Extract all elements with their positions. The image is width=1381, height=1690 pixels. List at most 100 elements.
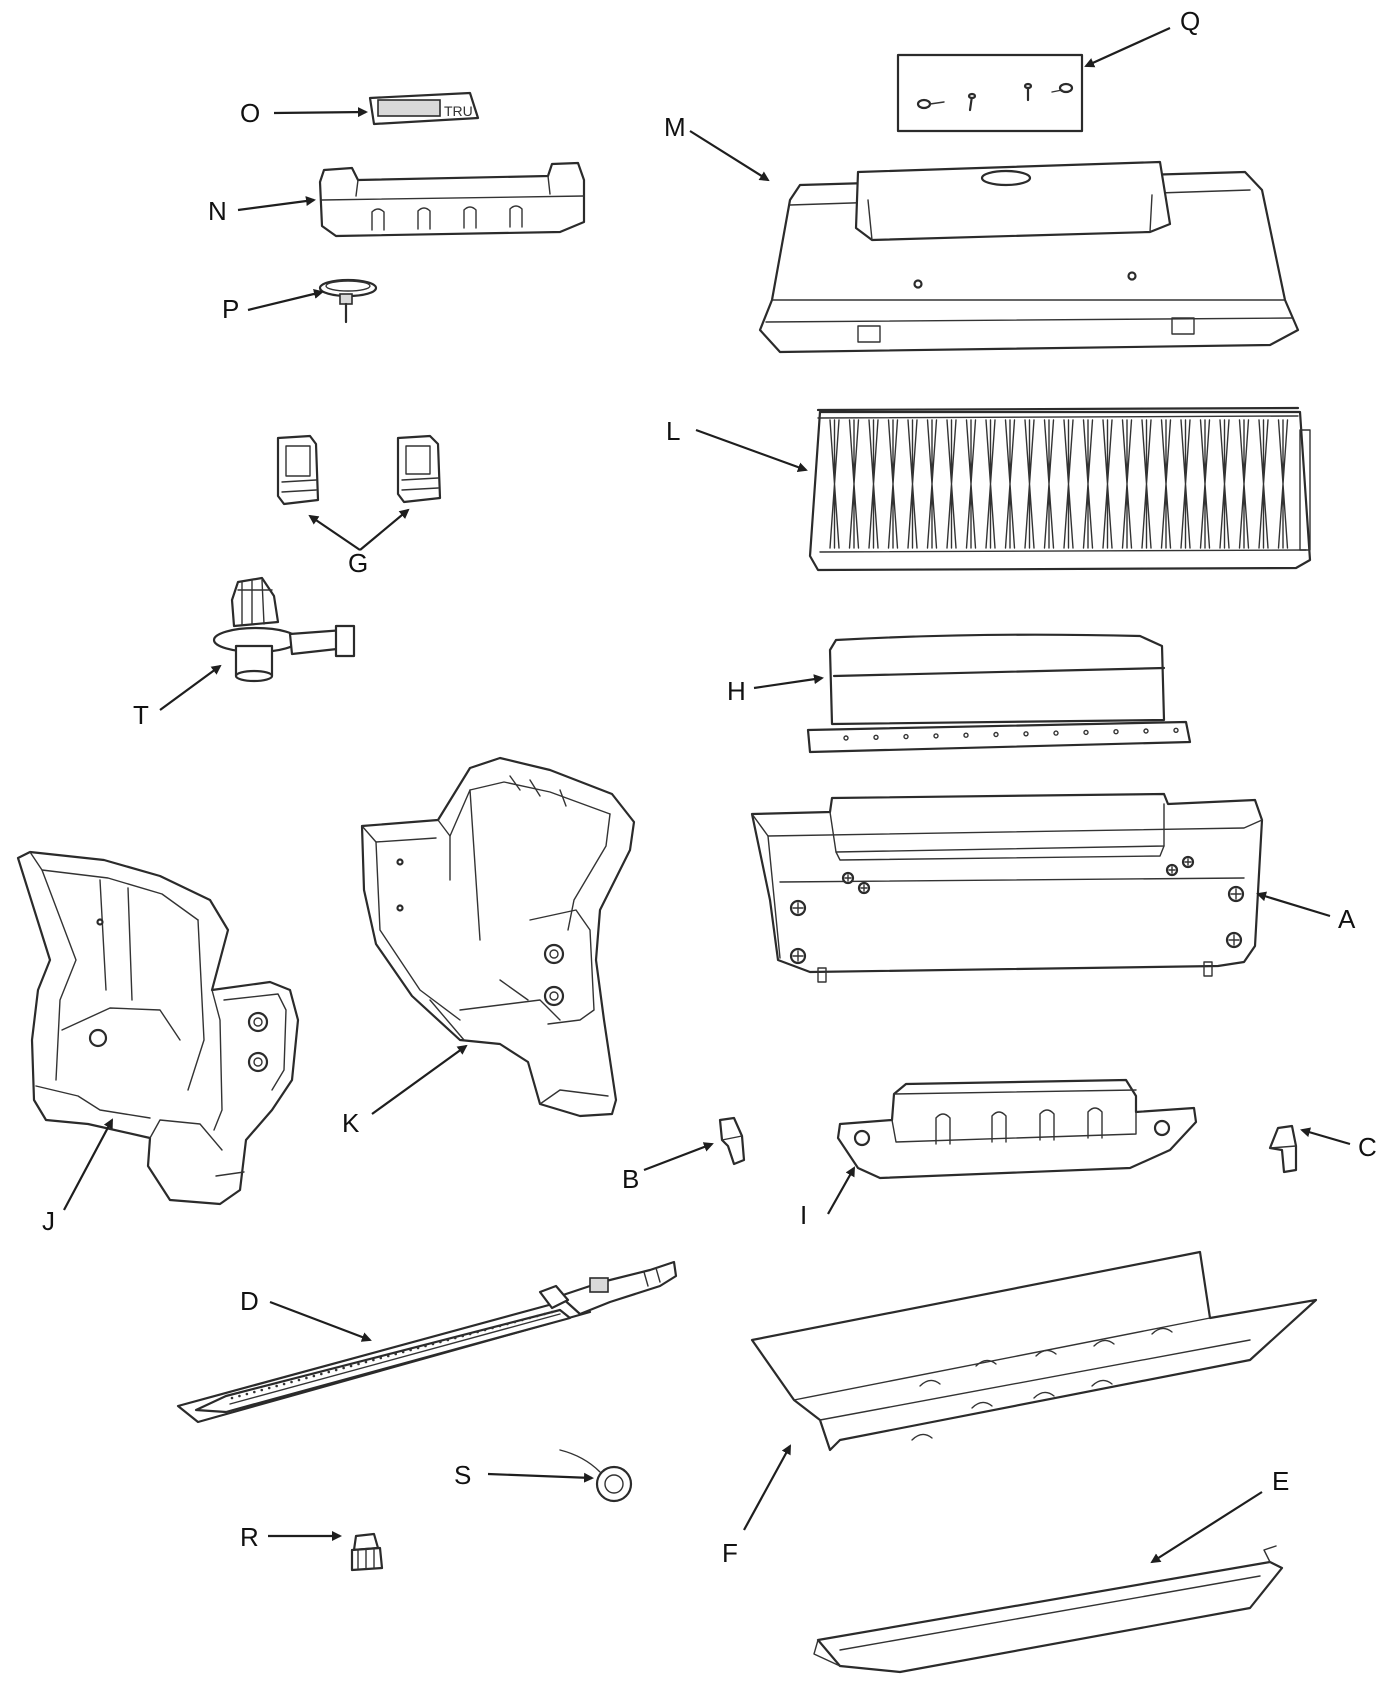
part-b-bracket xyxy=(718,1116,746,1166)
arrow-a xyxy=(1256,891,1331,918)
grate-bar xyxy=(1024,419,1035,549)
grate-bar xyxy=(907,419,918,549)
burner-port xyxy=(520,1318,524,1322)
burner-port xyxy=(275,1384,278,1388)
arrow-l xyxy=(695,428,808,472)
arrow-n xyxy=(237,196,316,212)
grate-bar xyxy=(946,419,957,549)
grate-bar xyxy=(848,419,860,549)
handle-slots xyxy=(371,205,523,231)
burner-port xyxy=(290,1380,293,1384)
burner-port xyxy=(357,1362,360,1366)
label-k: K xyxy=(342,1108,360,1138)
label-e: E xyxy=(1272,1466,1289,1496)
burner-port xyxy=(476,1330,479,1334)
grate-bars xyxy=(829,419,1289,549)
burner-port xyxy=(282,1382,286,1386)
grate-bar xyxy=(926,419,938,549)
part-h-heat-shield xyxy=(806,633,1192,754)
burner-port xyxy=(439,1340,442,1344)
label-m: M xyxy=(664,112,686,142)
label-a: A xyxy=(1338,904,1356,934)
burner-port xyxy=(312,1374,316,1378)
burner-port xyxy=(245,1392,249,1396)
burner-port xyxy=(334,1368,338,1372)
arrow-c xyxy=(1300,1127,1351,1146)
burner-port xyxy=(260,1388,264,1392)
burner-port xyxy=(416,1346,420,1350)
burner-port xyxy=(305,1376,308,1380)
burner-port xyxy=(528,1316,531,1320)
part-l-cooking-grate xyxy=(808,406,1312,572)
heat-tent-holes xyxy=(911,1327,1173,1441)
label-n: N xyxy=(208,196,227,226)
hardware-screw-3 xyxy=(1023,82,1033,102)
burner-port xyxy=(506,1322,509,1326)
label-i: I xyxy=(800,1200,807,1230)
heat-shield-holes xyxy=(843,727,1179,741)
label-p: P xyxy=(222,294,239,324)
grate-bar xyxy=(1102,419,1113,549)
burner-port xyxy=(401,1350,405,1354)
arrow-q xyxy=(1084,26,1171,68)
burner-port xyxy=(342,1366,345,1370)
burner-port xyxy=(550,1310,554,1314)
arrow-m xyxy=(689,130,770,182)
part-labels: O N P Q M L H A G T J K B C I D S R F E xyxy=(42,6,1377,1568)
burner-port xyxy=(431,1342,435,1346)
part-q-hardware-bag xyxy=(896,53,1084,133)
part-t-regulator xyxy=(212,576,356,683)
arrow-i xyxy=(827,1166,855,1215)
firebox-screws xyxy=(789,855,1245,965)
part-e-drip-tray xyxy=(813,1545,1284,1674)
burner-port xyxy=(513,1320,517,1324)
arrow-o xyxy=(273,107,368,118)
clip-right xyxy=(396,434,442,504)
grate-bar xyxy=(887,419,899,549)
burner-port xyxy=(364,1360,368,1364)
part-m-lid xyxy=(758,160,1300,354)
label-r: R xyxy=(240,1522,259,1552)
part-r-orifice xyxy=(350,1532,384,1572)
grate-bar xyxy=(1180,419,1191,549)
heat-shield-hole xyxy=(843,735,849,741)
burner-port xyxy=(349,1364,353,1368)
burner-port xyxy=(297,1378,301,1382)
burner-port xyxy=(535,1314,539,1318)
grate-bar xyxy=(868,419,879,549)
heat-shield-hole xyxy=(963,732,969,738)
burner-port xyxy=(498,1324,502,1328)
arrow-p xyxy=(247,289,324,312)
part-p-thermometer xyxy=(318,278,378,324)
label-g: G xyxy=(348,548,368,578)
grate-bar xyxy=(985,419,996,549)
label-c: C xyxy=(1358,1132,1377,1162)
arrow-g-left xyxy=(308,514,361,551)
burner-port xyxy=(394,1352,398,1356)
leader-arrows xyxy=(63,26,1351,1564)
part-s-igniter xyxy=(559,1449,633,1503)
label-l: L xyxy=(666,416,680,446)
burner-port xyxy=(446,1338,450,1342)
arrow-b xyxy=(643,1142,714,1172)
label-d: D xyxy=(240,1286,259,1316)
heat-shield-hole xyxy=(1143,728,1149,734)
hardware-screw-2 xyxy=(967,92,977,112)
burner-port xyxy=(491,1326,494,1330)
burner-ports xyxy=(230,1310,554,1400)
arrow-d xyxy=(269,1300,372,1342)
hardware-screw-4 xyxy=(1051,82,1074,94)
grate-bar xyxy=(829,419,840,549)
arrow-e xyxy=(1150,1491,1263,1564)
burner-port xyxy=(409,1348,412,1352)
label-b: B xyxy=(622,1164,639,1194)
label-f: F xyxy=(722,1538,738,1568)
burner-port xyxy=(468,1332,472,1336)
heat-shield-hole xyxy=(933,733,939,739)
burner-port xyxy=(461,1334,464,1338)
grate-bar xyxy=(1043,419,1055,549)
clip-left xyxy=(276,434,320,506)
grate-bar xyxy=(1063,419,1074,549)
